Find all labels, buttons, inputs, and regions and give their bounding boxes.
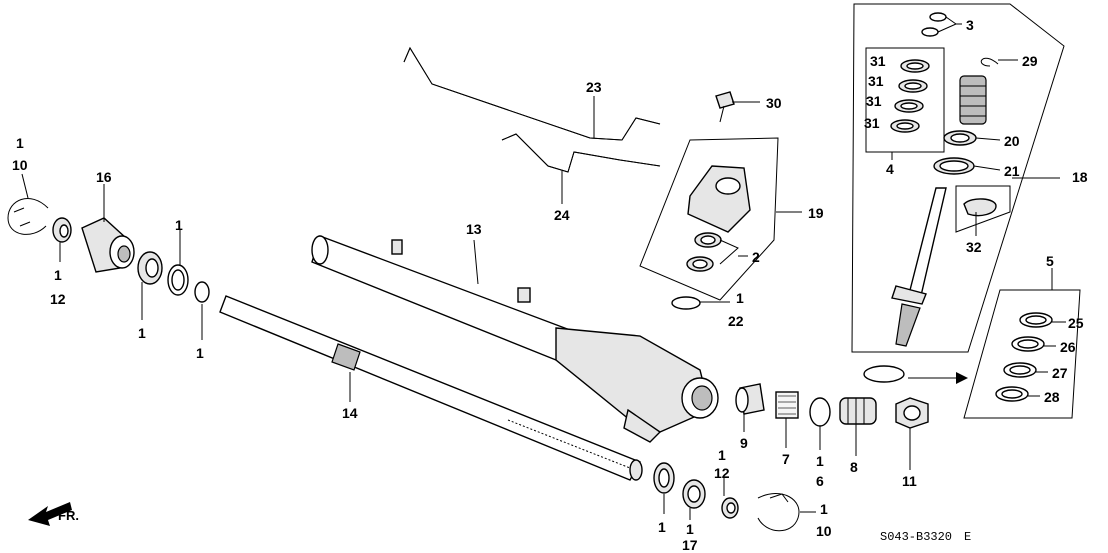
callout-14: 14 <box>342 405 358 421</box>
callout-1: 1 <box>686 521 694 537</box>
callout-26: 26 <box>1060 339 1076 355</box>
callout-1: 1 <box>718 447 726 463</box>
callout-2: 2 <box>752 249 760 265</box>
clamp-band-left <box>7 198 49 235</box>
callout-23: 23 <box>586 79 602 95</box>
callout-8: 8 <box>850 459 858 475</box>
callout-25: 25 <box>1068 315 1084 331</box>
callout-1: 1 <box>54 267 62 283</box>
callout-1: 1 <box>138 325 146 341</box>
seal-kit-box-5 <box>963 289 1081 419</box>
o-ring-22 <box>671 296 701 310</box>
callout-3: 3 <box>966 17 974 33</box>
seal-rings-31 <box>890 59 930 133</box>
spring-7 <box>775 391 799 419</box>
callout-19: 19 <box>808 205 824 221</box>
guide-screw-8 <box>839 397 877 425</box>
callout-1: 1 <box>736 290 744 306</box>
end-bushing-16 <box>81 217 135 273</box>
pinion-shaft <box>891 187 947 347</box>
lock-nut-12 <box>721 497 739 519</box>
rack-shaft <box>219 295 643 481</box>
diagram-code: S043-B3320 E <box>880 530 971 544</box>
callout-12: 12 <box>714 465 730 481</box>
callout-22: 22 <box>728 313 744 329</box>
oil-seal-20 <box>943 130 977 146</box>
leader-lines <box>21 16 1066 520</box>
callout-32: 32 <box>966 239 982 255</box>
callout-21: 21 <box>1004 163 1020 179</box>
rack-guide-9 <box>735 383 765 415</box>
lock-nut-left <box>52 217 72 243</box>
seal-lower <box>653 462 675 494</box>
diagram-code-text: S043-B3320 <box>880 530 952 544</box>
callout-1: 1 <box>816 453 824 469</box>
callout-20: 20 <box>1004 133 1020 149</box>
callout-16: 16 <box>96 169 112 185</box>
callout-28: 28 <box>1044 389 1060 405</box>
callout-18: 18 <box>1072 169 1088 185</box>
callout-10: 10 <box>816 523 832 539</box>
callout-31: 31 <box>864 115 880 131</box>
callout-29: 29 <box>1022 53 1038 69</box>
callout-1: 1 <box>658 519 666 535</box>
valve-sleeve <box>959 75 987 125</box>
diagram-code-suffix: E <box>964 530 971 544</box>
bearing-left <box>137 251 163 285</box>
washers-3 <box>921 12 947 37</box>
callout-24: 24 <box>554 207 570 223</box>
callout-7: 7 <box>782 451 790 467</box>
valve-body-group-box <box>639 137 779 301</box>
callout-31: 31 <box>870 53 886 69</box>
valve-body <box>687 165 751 233</box>
o-ring-left <box>194 281 210 303</box>
callout-1: 1 <box>16 135 24 151</box>
pinion-group-box <box>851 3 1065 353</box>
bolt-30 <box>715 91 735 123</box>
callouts: 1 10 16 1 12 1 1 1 14 13 23 24 30 19 2 1… <box>12 17 1088 553</box>
front-direction-arrow: FR. <box>28 502 79 526</box>
callout-1: 1 <box>820 501 828 517</box>
o-ring-21 <box>933 157 975 175</box>
callout-4: 4 <box>886 161 894 177</box>
callout-13: 13 <box>466 221 482 237</box>
callout-30: 30 <box>766 95 782 111</box>
callout-11: 11 <box>902 473 917 489</box>
seal-ring-left <box>167 264 189 296</box>
callout-5: 5 <box>1046 253 1054 269</box>
callout-10: 10 <box>12 157 28 173</box>
return-pipe-24 <box>501 133 661 173</box>
seal-kit-rings <box>995 312 1053 402</box>
callout-31: 31 <box>866 93 882 109</box>
clamp-band-right <box>757 493 800 532</box>
bushing-17 <box>682 479 706 509</box>
o-ring-6 <box>809 397 831 427</box>
seal-box-32 <box>955 185 1011 233</box>
callout-27: 27 <box>1052 365 1068 381</box>
seal-pair-2 <box>686 232 722 272</box>
feed-pipe-23 <box>403 46 661 141</box>
snap-ring-29 <box>980 57 999 67</box>
direction-label: FR. <box>58 508 79 523</box>
callout-1: 1 <box>196 345 204 361</box>
callout-6: 6 <box>816 473 824 489</box>
gear-housing <box>311 235 719 443</box>
callout-31: 31 <box>868 73 884 89</box>
callout-17: 17 <box>682 537 698 553</box>
arrow-to-kit <box>908 372 968 384</box>
lock-nut-11 <box>895 397 929 429</box>
seal-kit-box-4 <box>865 47 945 153</box>
o-ring-bottom <box>863 365 905 383</box>
callout-12: 12 <box>50 291 66 307</box>
callout-9: 9 <box>740 435 748 451</box>
callout-1: 1 <box>175 217 183 233</box>
